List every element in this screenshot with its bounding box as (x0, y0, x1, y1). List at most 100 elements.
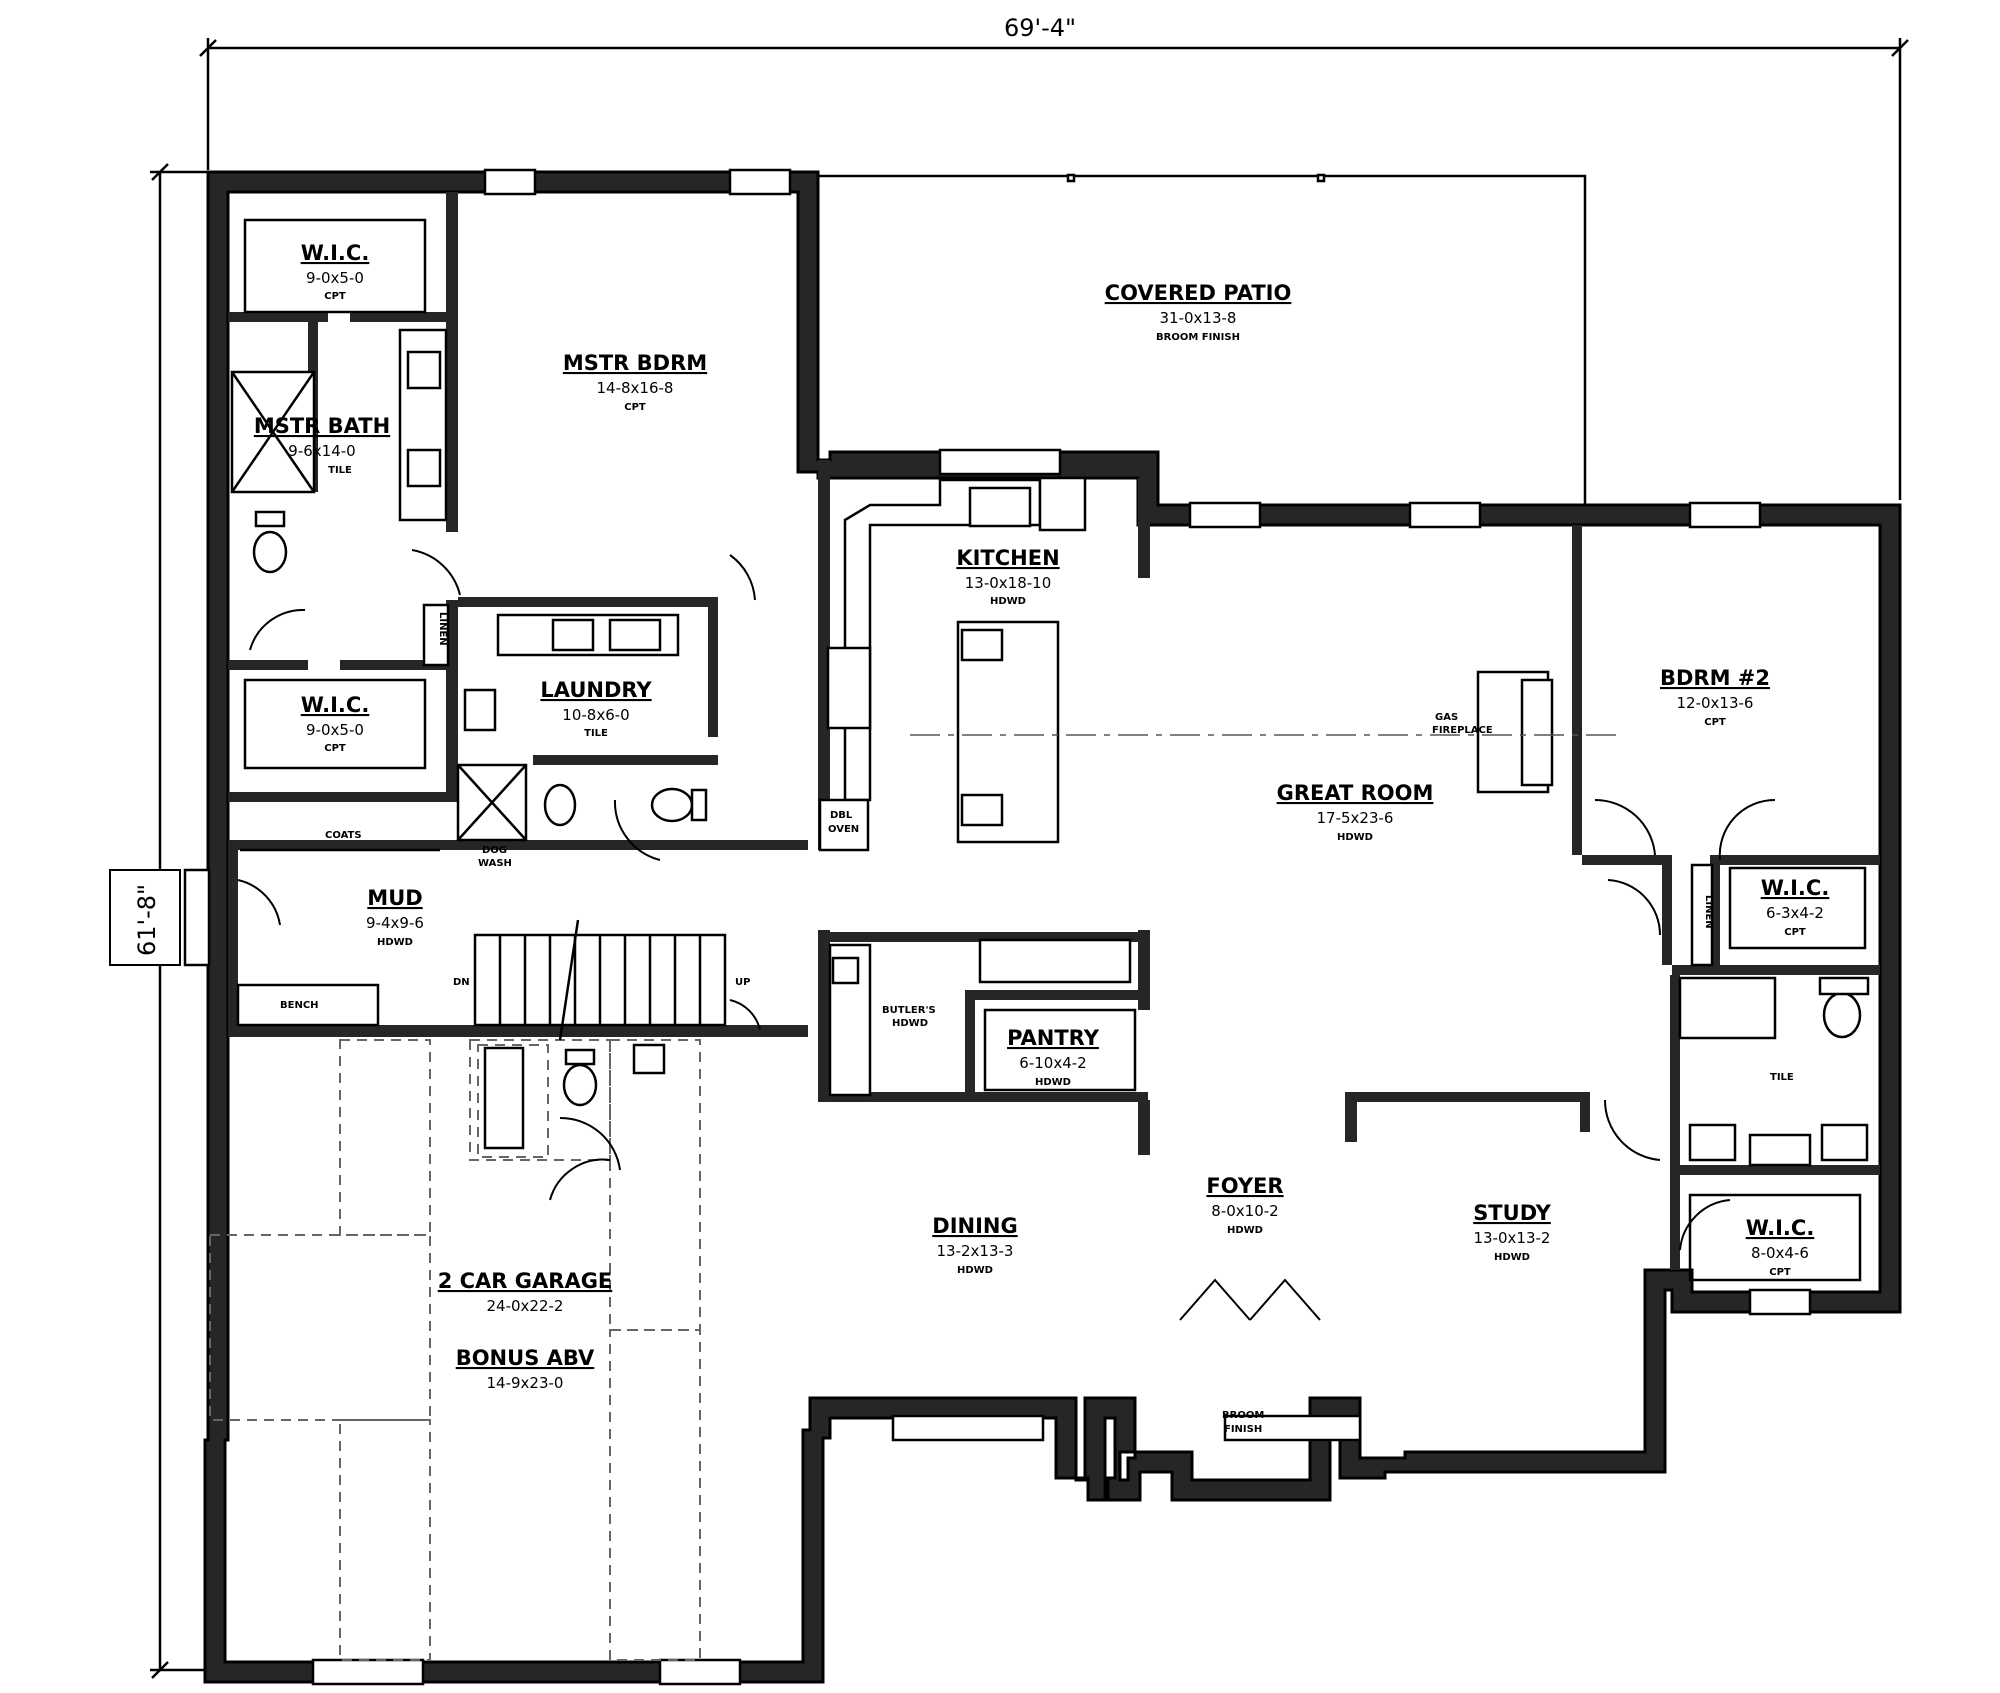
svg-text:CPT: CPT (1769, 1267, 1791, 1278)
svg-text:HDWD: HDWD (377, 937, 413, 948)
stair (473, 919, 727, 1041)
svg-text:CPT: CPT (324, 743, 346, 754)
svg-text:MUD: MUD (367, 886, 422, 910)
svg-text:STUDY: STUDY (1473, 1201, 1551, 1225)
room-label-wic-3: W.I.C. 6-3x4-2 CPT (1761, 876, 1830, 938)
room-label-pantry: PANTRY 6-10x4-2 HDWD (1007, 1026, 1100, 1088)
room-label-laundry: LAUNDRY 10-8x6-0 TILE (540, 678, 652, 739)
svg-text:9-0x5-0: 9-0x5-0 (306, 269, 364, 287)
butlers-label-1: BUTLER'S (882, 1005, 936, 1016)
exterior-walls (203, 170, 1902, 1684)
svg-text:10-8x6-0: 10-8x6-0 (562, 706, 629, 724)
butlers-label-2: HDWD (892, 1018, 928, 1029)
svg-text:HDWD: HDWD (1494, 1252, 1530, 1263)
dbl-oven-label-2: OVEN (828, 824, 859, 835)
svg-text:TILE: TILE (328, 465, 352, 476)
room-label-dining: DINING 13-2x13-3 HDWD (932, 1214, 1017, 1276)
covered-patio-outline (818, 173, 1587, 505)
svg-text:9-4x9-6: 9-4x9-6 (366, 914, 424, 932)
svg-text:13-0x18-10: 13-0x18-10 (965, 574, 1052, 592)
porch-finish-label-1: BROOM (1222, 1410, 1264, 1421)
width-dimension-text: 69'-4" (1004, 14, 1076, 42)
room-label-mud: MUD 9-4x9-6 HDWD (366, 886, 424, 948)
svg-text:2 CAR GARAGE: 2 CAR GARAGE (438, 1269, 613, 1293)
room-label-great-room: GREAT ROOM 17-5x23-6 HDWD (1277, 781, 1434, 843)
windows (183, 168, 1812, 1686)
room-label-wic-4: W.I.C. 8-0x4-6 CPT (1746, 1216, 1815, 1278)
svg-text:12-0x13-6: 12-0x13-6 (1677, 694, 1754, 712)
dog-wash-label-2: WASH (478, 858, 512, 869)
svg-text:8-0x10-2: 8-0x10-2 (1211, 1202, 1278, 1220)
svg-text:9-0x5-0: 9-0x5-0 (306, 721, 364, 739)
svg-text:HDWD: HDWD (957, 1265, 993, 1276)
bench-label: BENCH (280, 1000, 319, 1011)
svg-text:HDWD: HDWD (1227, 1225, 1263, 1236)
svg-text:8-0x4-6: 8-0x4-6 (1751, 1244, 1809, 1262)
room-label-foyer: FOYER 8-0x10-2 HDWD (1206, 1174, 1283, 1236)
linen-label-2: LINEN (1703, 895, 1714, 929)
dog-wash-label-1: DOG (482, 845, 507, 856)
svg-text:GREAT ROOM: GREAT ROOM (1277, 781, 1434, 805)
svg-text:FOYER: FOYER (1206, 1174, 1283, 1198)
linen-label-1: LINEN (437, 612, 448, 646)
room-label-covered-patio: COVERED PATIO 31-0x13-8 BROOM FINISH (1105, 281, 1292, 343)
svg-text:DINING: DINING (932, 1214, 1017, 1238)
svg-text:HDWD: HDWD (1337, 832, 1373, 843)
svg-text:17-5x23-6: 17-5x23-6 (1317, 809, 1394, 827)
svg-text:W.I.C.: W.I.C. (301, 693, 370, 717)
svg-text:W.I.C.: W.I.C. (1746, 1216, 1815, 1240)
gas-fireplace-label-2: FIREPLACE (1432, 725, 1493, 736)
svg-text:PANTRY: PANTRY (1007, 1026, 1100, 1050)
room-label-wic-2: W.I.C. 9-0x5-0 CPT (301, 693, 370, 754)
svg-text:14-8x16-8: 14-8x16-8 (597, 379, 674, 397)
svg-text:14-9x23-0: 14-9x23-0 (487, 1374, 564, 1392)
annotations: COATS DOG WASH BENCH DN UP BUTLER'S HDWD… (280, 612, 1794, 1435)
door-swings (237, 549, 1776, 1321)
svg-text:13-0x13-2: 13-0x13-2 (1474, 1229, 1551, 1247)
svg-text:CPT: CPT (624, 402, 646, 413)
svg-text:W.I.C.: W.I.C. (1761, 876, 1830, 900)
svg-text:CPT: CPT (324, 291, 346, 302)
svg-text:LAUNDRY: LAUNDRY (540, 678, 652, 702)
bath2-tile-label: TILE (1770, 1072, 1794, 1083)
porch-finish-label-2: FINISH (1224, 1424, 1262, 1435)
room-label-wic-1: W.I.C. 9-0x5-0 CPT (301, 241, 370, 302)
svg-text:MSTR BATH: MSTR BATH (254, 414, 390, 438)
room-label-mstr-bath: MSTR BATH 9-6x14-0 TILE (254, 414, 390, 476)
stair-dn-label: DN (453, 977, 470, 988)
svg-text:TILE: TILE (584, 728, 608, 739)
room-label-bdrm-2: BDRM #2 12-0x13-6 CPT (1660, 666, 1770, 728)
coats-label: COATS (325, 830, 362, 841)
svg-text:6-3x4-2: 6-3x4-2 (1766, 904, 1824, 922)
svg-text:6-10x4-2: 6-10x4-2 (1019, 1054, 1086, 1072)
overall-width-dimension: 69'-4" (199, 14, 1909, 500)
depth-dimension-text: 61'-8" (133, 884, 161, 956)
svg-text:31-0x13-8: 31-0x13-8 (1160, 309, 1237, 327)
svg-text:24-0x22-2: 24-0x22-2 (487, 1297, 564, 1315)
svg-text:W.I.C.: W.I.C. (301, 241, 370, 265)
svg-text:BDRM #2: BDRM #2 (1660, 666, 1770, 690)
room-label-mstr-bdrm: MSTR BDRM 14-8x16-8 CPT (563, 351, 707, 413)
svg-text:MSTR BDRM: MSTR BDRM (563, 351, 707, 375)
dbl-oven-label-1: DBL (830, 810, 853, 821)
svg-text:BROOM FINISH: BROOM FINISH (1156, 332, 1240, 343)
svg-text:HDWD: HDWD (990, 596, 1026, 607)
gas-fireplace-label-1: GAS (1435, 712, 1458, 723)
svg-text:9-6x14-0: 9-6x14-0 (288, 442, 355, 460)
bonus-room-outline (209, 1039, 701, 1661)
svg-text:BONUS ABV: BONUS ABV (456, 1346, 595, 1370)
svg-text:13-2x13-3: 13-2x13-3 (937, 1242, 1014, 1260)
room-label-garage: 2 CAR GARAGE 24-0x22-2 (438, 1269, 613, 1315)
svg-text:HDWD: HDWD (1035, 1077, 1071, 1088)
room-label-kitchen: KITCHEN 13-0x18-10 HDWD (956, 546, 1059, 607)
room-label-study: STUDY 13-0x13-2 HDWD (1473, 1201, 1551, 1263)
svg-text:KITCHEN: KITCHEN (956, 546, 1059, 570)
svg-text:CPT: CPT (1704, 717, 1726, 728)
interior-walls (228, 192, 1880, 1270)
svg-text:CPT: CPT (1784, 927, 1806, 938)
svg-text:COVERED PATIO: COVERED PATIO (1105, 281, 1292, 305)
fixtures (230, 218, 1870, 1282)
stair-up-label: UP (735, 977, 750, 988)
room-label-bonus: BONUS ABV 14-9x23-0 (456, 1346, 595, 1392)
